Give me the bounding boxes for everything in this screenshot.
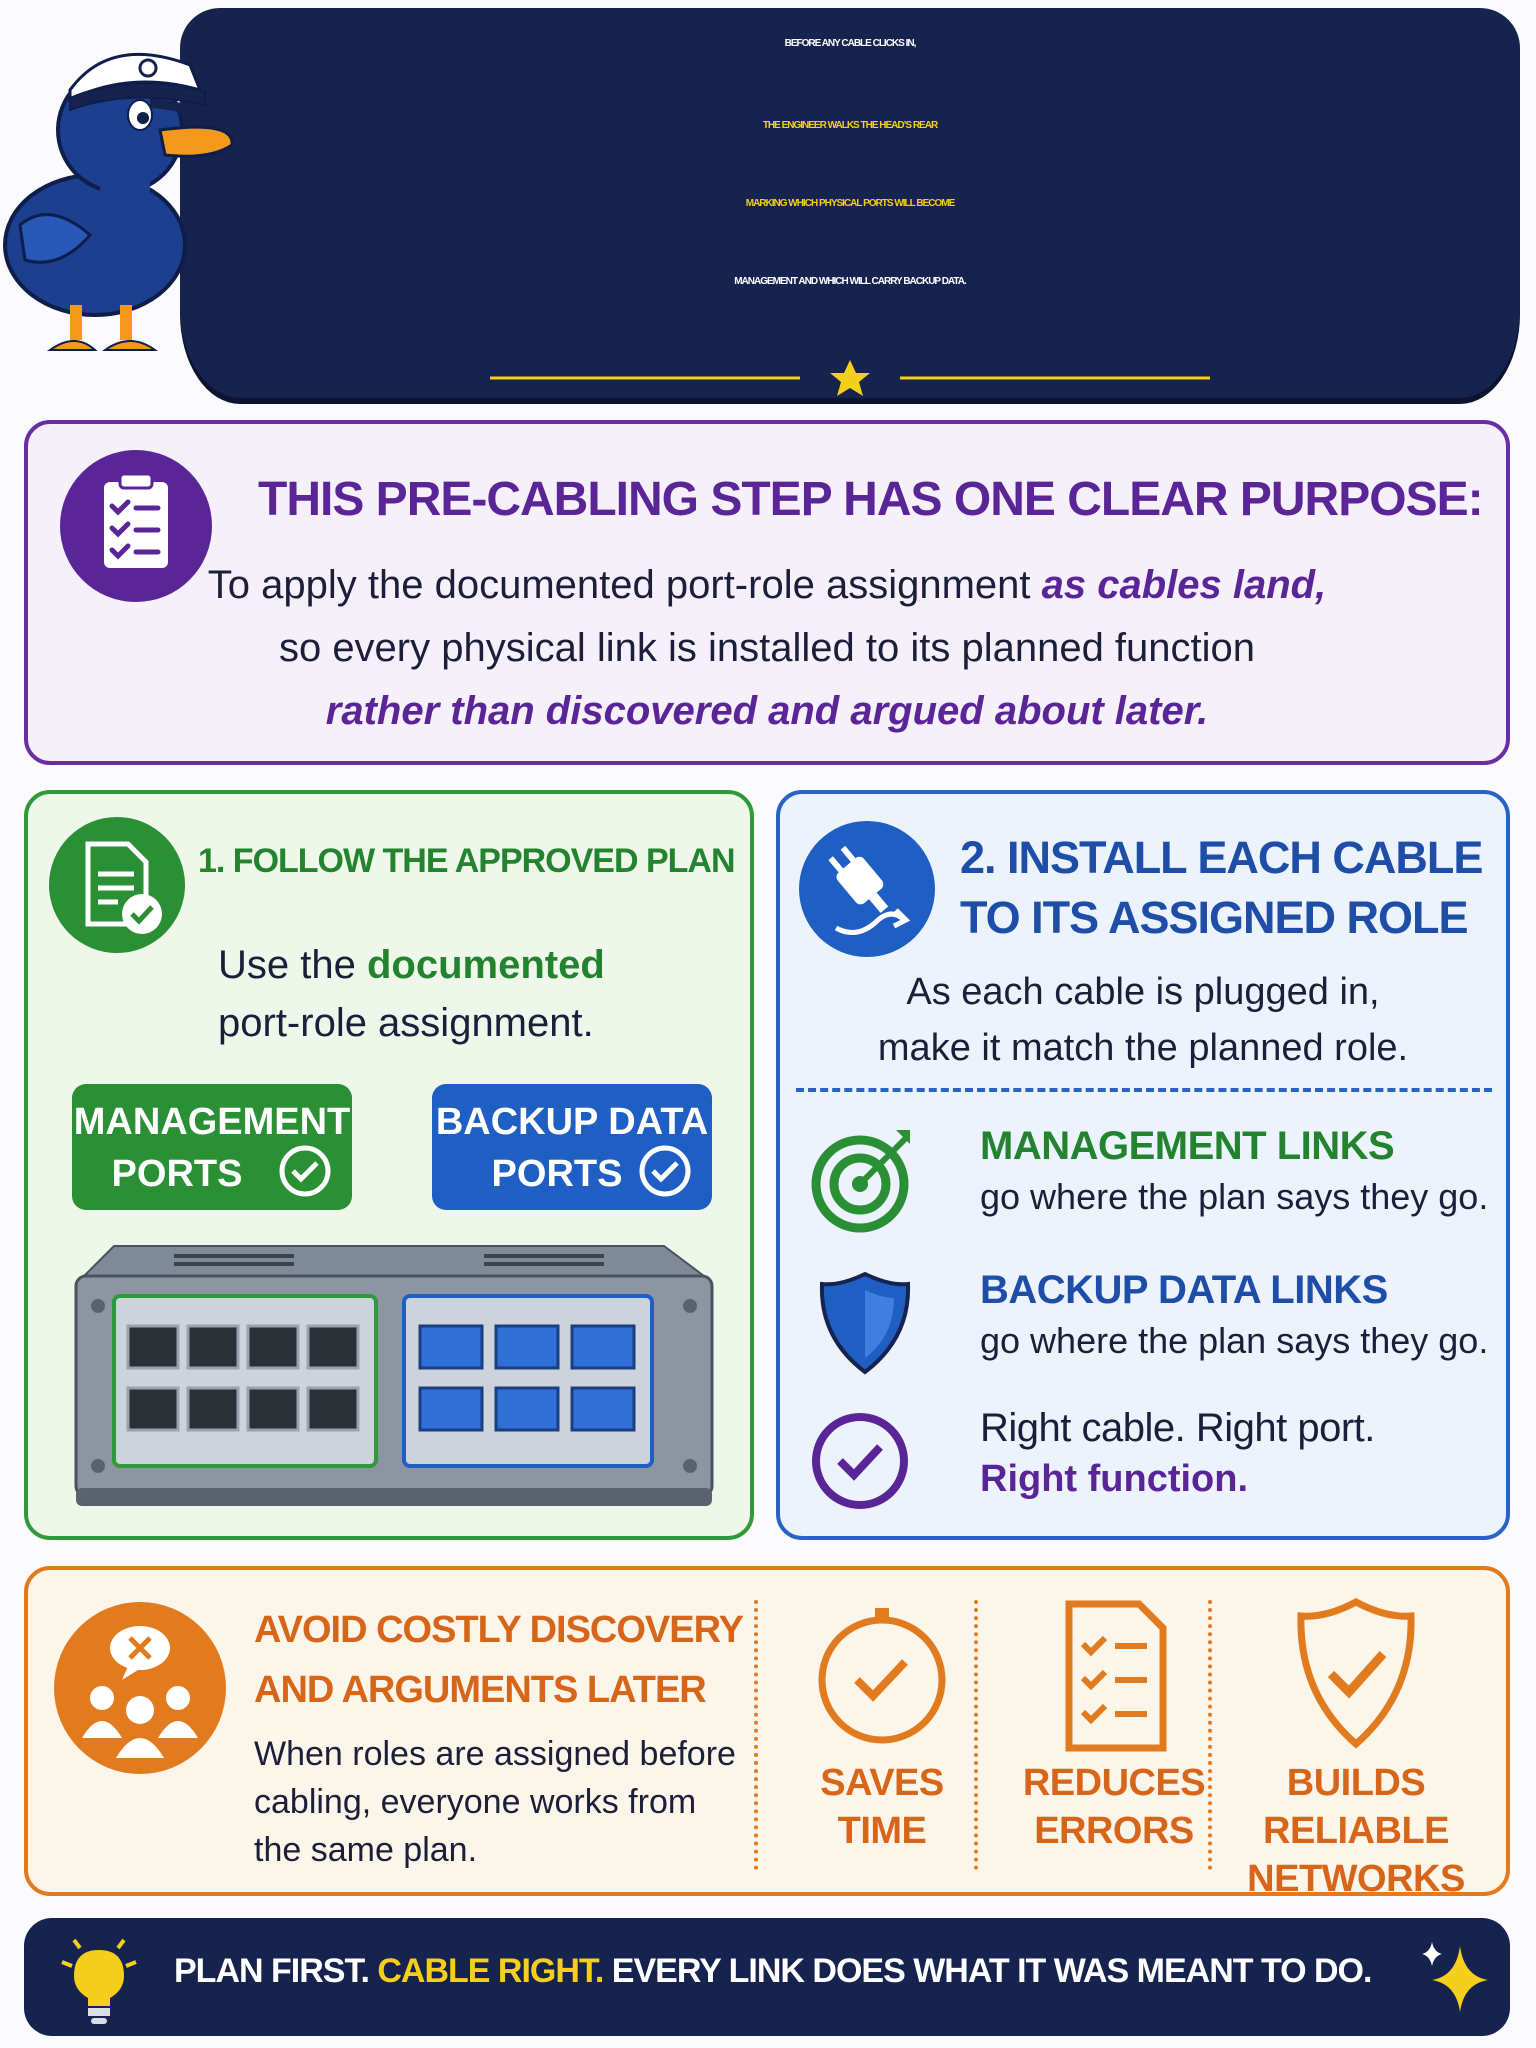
avoid-title: AVOID COSTLY DISCOVERY AND ARGUMENTS LAT…	[254, 1600, 744, 1720]
backup-data-links-text: go where the plan says they go.	[980, 1320, 1489, 1361]
backup-data-ports-tag: BACKUP DATA PORTS	[432, 1084, 712, 1210]
star-divider-icon	[490, 360, 1210, 396]
benefit-2-line-2: ERRORS	[1034, 1810, 1194, 1852]
purpose-body: To apply the documented port-role assign…	[28, 554, 1506, 743]
management-links-text: go where the plan says they go.	[980, 1176, 1489, 1217]
purpose-panel: THIS PRE-CABLING STEP HAS ONE CLEAR PURP…	[24, 420, 1510, 765]
benefit-1-line-1: SAVES	[820, 1762, 944, 1804]
document-check-icon	[49, 817, 185, 953]
benefit-builds-reliable-networks: BUILDS RELIABLE NETWORKS	[1226, 1594, 1486, 1900]
management-tag-line-1: MANAGEMENT	[73, 1101, 351, 1143]
footer-text: PLAN FIRST. CABLE RIGHT. EVERY LINK DOES…	[174, 1952, 1373, 1991]
network-switch-image	[74, 1245, 714, 1506]
header-line-1: BEFORE ANY CABLE CLICKS IN,	[784, 38, 917, 49]
clock-check-icon	[818, 1608, 946, 1744]
duck-mascot-icon	[3, 52, 234, 351]
right-function-text: Right function.	[980, 1458, 1249, 1500]
header-line-4: MANAGEMENT AND WHICH WILL CARRY BACKUP D…	[734, 276, 967, 287]
check-circle-icon	[812, 1413, 908, 1509]
lightbulb-icon	[61, 1938, 137, 2024]
step-2-title: 2. INSTALL EACH CABLE TO ITS ASSIGNED RO…	[960, 828, 1483, 948]
purpose-title: THIS PRE-CABLING STEP HAS ONE CLEAR PURP…	[258, 473, 1484, 526]
management-links-row: MANAGEMENT LINKS go where the plan says …	[810, 1124, 1490, 1244]
shield-icon	[819, 1271, 911, 1375]
benefit-reduces-errors: REDUCES ERRORS	[994, 1594, 1234, 1884]
purpose-italic-1: as cables land,	[1041, 563, 1327, 607]
footer-part-1: PLAN FIRST.	[174, 1952, 378, 1990]
avoid-body-line-3: the same plan.	[254, 1831, 478, 1869]
backup-data-links-row: BACKUP DATA LINKS go where the plan says…	[810, 1268, 1490, 1388]
avoid-body: When roles are assigned before cabling, …	[254, 1730, 754, 1874]
right-function-row: Right cable. Right port. Right function.	[810, 1406, 1490, 1526]
footer-banner: PLAN FIRST. CABLE RIGHT. EVERY LINK DOES…	[24, 1918, 1510, 2036]
clipboard-checklist-icon	[60, 450, 212, 602]
step-1-highlight: documented	[366, 943, 605, 987]
step-2-title-line-1: 2. INSTALL EACH CABLE	[960, 832, 1483, 883]
benefit-saves-time: SAVES TIME	[762, 1594, 1002, 1884]
checklist-document-icon	[1065, 1600, 1167, 1752]
dashed-divider	[796, 1088, 1492, 1092]
team-chat-icon	[54, 1602, 226, 1774]
purpose-text-2: so every physical link is installed to i…	[278, 626, 1256, 670]
footer-part-3: EVERY LINK DOES WHAT IT WAS MEANT TO DO.	[603, 1952, 1373, 1990]
step-2-title-line-2: TO ITS ASSIGNED ROLE	[960, 892, 1469, 943]
avoid-body-line-2: cabling, everyone works from	[254, 1783, 697, 1821]
purpose-text-1: To apply the documented port-role assign…	[207, 563, 1042, 607]
header-line-2: THE ENGINEER WALKS THE HEAD’S REAR	[762, 120, 938, 131]
sparkle-icon	[1422, 1942, 1488, 2012]
step-1-panel: 1. FOLLOW THE APPROVED PLAN Use the docu…	[24, 790, 754, 1540]
backup-data-links-title: BACKUP DATA LINKS	[980, 1268, 1388, 1312]
management-tag-line-2: PORTS	[111, 1153, 243, 1195]
check-circle-icon	[639, 1145, 691, 1197]
management-ports-tag: MANAGEMENT PORTS	[72, 1084, 352, 1210]
step-1-text-1: Use the	[218, 943, 367, 987]
avoid-body-line-1: When roles are assigned before	[254, 1735, 736, 1773]
dotted-separator	[1208, 1600, 1212, 1870]
benefit-1-line-2: TIME	[837, 1810, 927, 1852]
management-links-title: MANAGEMENT LINKS	[980, 1124, 1395, 1168]
plug-cable-icon	[799, 821, 935, 957]
dotted-separator	[974, 1600, 978, 1870]
avoid-title-line-1: AVOID COSTLY DISCOVERY	[254, 1609, 744, 1651]
right-cable-text: Right cable. Right port.	[980, 1406, 1375, 1450]
benefit-3-line-2: NETWORKS	[1247, 1858, 1465, 1900]
backup-tag-line-2: PORTS	[491, 1153, 623, 1195]
step-1-body: Use the documented port-role assignment.	[218, 936, 605, 1052]
header-banner: BEFORE ANY CABLE CLICKS IN, THE ENGINEER…	[180, 8, 1520, 398]
avoid-title-line-2: AND ARGUMENTS LATER	[254, 1669, 707, 1711]
check-circle-icon	[279, 1145, 331, 1197]
step-2-body-line-2: make it match the planned role.	[877, 1027, 1409, 1069]
step-1-text-2: port-role assignment.	[218, 1001, 594, 1045]
benefit-2-line-1: REDUCES	[1022, 1762, 1206, 1804]
dotted-separator	[754, 1600, 758, 1870]
step-2-body: As each cable is plugged in, make it mat…	[780, 964, 1506, 1076]
header-line-3: MARKING WHICH PHYSICAL PORTS WILL BECOME	[745, 198, 956, 209]
avoid-panel: AVOID COSTLY DISCOVERY AND ARGUMENTS LAT…	[24, 1566, 1510, 1900]
benefit-3-line-1: BUILDS RELIABLE	[1263, 1762, 1450, 1852]
step-2-body-line-1: As each cable is plugged in,	[906, 971, 1380, 1013]
footer-part-2: CABLE RIGHT.	[377, 1952, 604, 1990]
step-2-panel: 2. INSTALL EACH CABLE TO ITS ASSIGNED RO…	[776, 790, 1510, 1540]
step-1-title: 1. FOLLOW THE APPROVED PLAN	[198, 842, 736, 880]
purpose-italic-2: rather than discovered and argued about …	[325, 689, 1209, 733]
target-icon	[811, 1130, 910, 1233]
shield-check-icon	[1297, 1598, 1415, 1749]
backup-tag-line-1: BACKUP DATA	[435, 1101, 709, 1143]
